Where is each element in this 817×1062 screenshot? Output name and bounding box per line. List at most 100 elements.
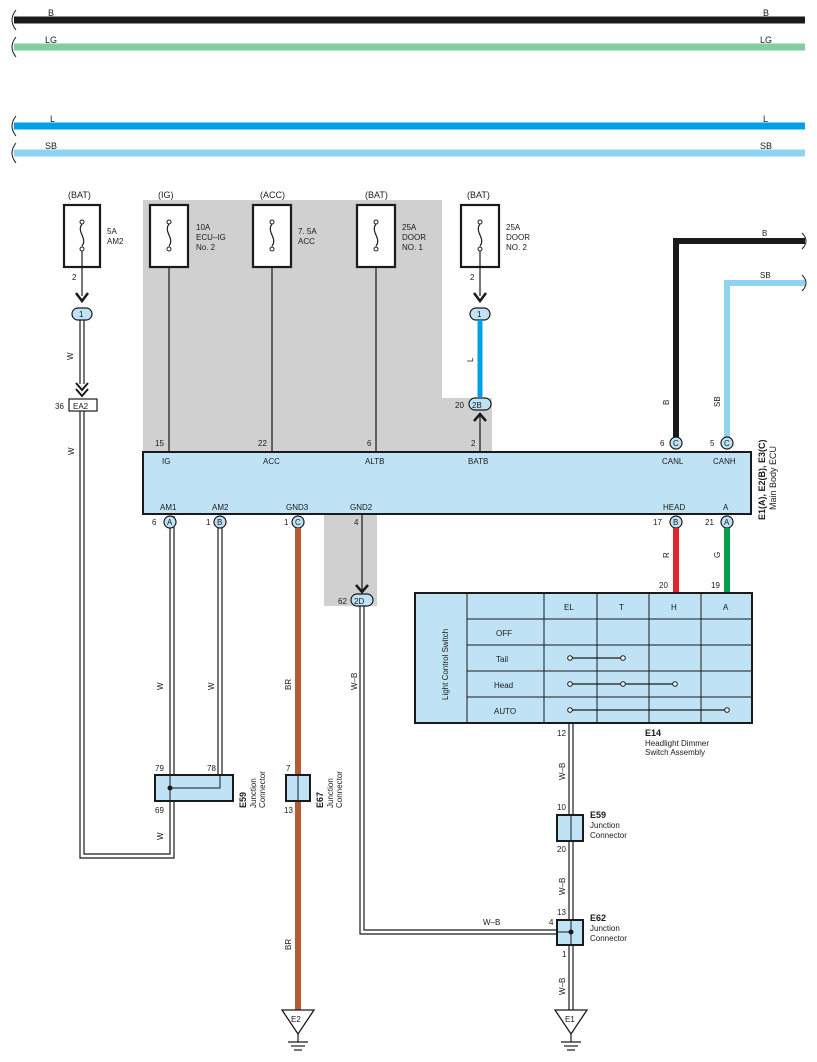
connector-e59-right: 10 20 E59 Junction Connector — [556, 803, 627, 854]
wire-am2-white: 1 W EA2 36 W — [55, 267, 175, 859]
wire-label-wb4: W–B — [558, 878, 567, 895]
switch-col-t: T — [619, 603, 624, 612]
e62-pin-13: 13 — [557, 908, 566, 917]
bus-l-label-right: L — [763, 114, 768, 124]
fuse-door2-name: DOOR — [506, 233, 530, 242]
power-shade — [143, 200, 492, 452]
fuse-door2-source: (BAT) — [467, 190, 490, 200]
wire-label-l: L — [466, 357, 475, 362]
wire-label-g: G — [713, 552, 722, 558]
ecu-name: Main Body ECU — [768, 446, 778, 510]
gnd2-shade — [324, 514, 377, 606]
fuse-acc-name: ACC — [298, 237, 315, 246]
wire-label-w1: W — [66, 352, 75, 360]
wire-label-right-sb: SB — [760, 271, 771, 280]
ecu-term-head: HEAD — [663, 503, 685, 512]
switch-code: E14 — [645, 728, 661, 738]
ecu-term-batb: BATB — [468, 457, 488, 466]
wire-label-br2: BR — [284, 939, 293, 950]
wire-label-wb3: W–B — [558, 763, 567, 780]
wire-label-r: R — [662, 552, 671, 558]
ecu-code: E1(A), E2(B), E3(C) — [757, 439, 767, 520]
ecu-conn-gnd3: C — [295, 518, 301, 527]
connector-e62: 13 4 1 E62 Junction Connector — [549, 908, 627, 959]
switch-name-2: Switch Assembly — [645, 748, 705, 757]
ecu-term-am2: AM2 — [212, 503, 229, 512]
e59b-pin-20: 20 — [557, 845, 566, 854]
bus-b-label-right: B — [763, 8, 769, 18]
switch-col-h: H — [671, 603, 677, 612]
wire-canh-skyblue: SB SB — [713, 271, 807, 437]
fuse-door1-no: NO. 1 — [402, 243, 423, 252]
junction-1a — [71, 307, 93, 321]
e59b-pin-10: 10 — [557, 803, 566, 812]
connector-ea2-label: EA2 — [73, 402, 89, 411]
switch-name-1: Headlight Dimmer — [645, 739, 709, 748]
switch-col-el: EL — [564, 603, 574, 612]
connector-ea2-pin: 36 — [55, 402, 64, 411]
junction-2d — [350, 593, 374, 607]
ground-e1-label: E1 — [565, 1015, 575, 1024]
junction-2b-pin: 20 — [455, 401, 464, 410]
ecu-pin-a: 21 — [705, 518, 714, 527]
fuse-ecu-ig2-name: ECU–IG — [196, 233, 226, 242]
wire-gnd3-brown: BR BR — [284, 528, 301, 1010]
bus-lg-label-left: LG — [45, 35, 57, 45]
ecu-term-ig: IG — [162, 457, 170, 466]
wire-label-b: B — [662, 400, 671, 405]
wire-label-w3: W — [156, 682, 165, 690]
wire-am2-to-e59: W W W — [156, 528, 223, 840]
wire-label-wb2: W–B — [483, 918, 500, 927]
wire-label-w5: W — [156, 832, 165, 840]
wire-label-w2: W — [67, 447, 76, 455]
fuse-ecu-ig2-source: (IG) — [158, 190, 174, 200]
junction-2d-label: 2D — [354, 597, 364, 606]
switch-row-off: OFF — [496, 629, 512, 638]
fuse-ecu-ig2-no: No. 2 — [196, 243, 216, 252]
e67-code: E67 — [315, 792, 325, 808]
ecu-pin-gnd2: 4 — [354, 518, 359, 527]
ecu-pin-batb: 2 — [471, 439, 476, 448]
e59-code: E59 — [238, 792, 248, 808]
fuse-door2-pin: 2 — [470, 273, 475, 282]
bus-lg-label-right: LG — [760, 35, 772, 45]
bus-sb-label-right: SB — [760, 141, 772, 151]
e59-pin-69: 69 — [155, 806, 164, 815]
wire-label-wb1: W–B — [350, 673, 359, 690]
fuse-ecu-ig2-rating: 10A — [196, 223, 211, 232]
main-body-ecu: E1(A), E2(B), E3(C) Main Body ECU IG 15 … — [142, 436, 778, 529]
junction-2b-label: 2B — [472, 401, 482, 410]
e67-pin-7: 7 — [286, 764, 291, 773]
e62-pin-1: 1 — [562, 950, 567, 959]
ecu-term-gnd3: GND3 — [286, 503, 309, 512]
head-continuity — [567, 681, 678, 687]
e62-name2: Connector — [590, 934, 627, 943]
tail-continuity — [567, 655, 626, 661]
ecu-conn-a: A — [724, 518, 730, 527]
junction-1a-label: 1 — [79, 310, 84, 319]
ecu-term-canh: CANH — [713, 457, 736, 466]
ecu-pin-canl: 6 — [660, 439, 665, 448]
wire-batb-blue: 1 L 2B 20 — [455, 267, 492, 452]
fuse-door2: (BAT) 25A DOOR NO. 2 2 — [459, 190, 530, 282]
e67-name1: Junction — [326, 778, 335, 808]
ecu-conn-am1: A — [167, 518, 173, 527]
fuse-am2-source: (BAT) — [68, 190, 91, 200]
e59b-name1: Junction — [590, 821, 620, 830]
fuse-acc: (ACC) 7. 5A ACC — [251, 190, 317, 269]
e59-pin-78: 78 — [207, 764, 216, 773]
wire-label-sb: SB — [713, 396, 722, 407]
e59-pin-79: 79 — [155, 764, 164, 773]
e62-code: E62 — [590, 913, 606, 923]
ecu-pin-altb: 6 — [367, 439, 372, 448]
junction-2d-pin: 62 — [338, 597, 347, 606]
e59-name2: Connector — [258, 771, 267, 808]
connector-e67: 7 13 E67 Junction Connector — [284, 764, 344, 815]
wire-label-wb5: W–B — [558, 978, 567, 995]
ecu-pin-acc: 22 — [258, 439, 267, 448]
switch-col-a: A — [723, 603, 729, 612]
ecu-pin-am1: 6 — [152, 518, 157, 527]
wire-el-wb: W–B W–B W–B — [558, 723, 574, 1010]
fuse-door1-name: DOOR — [402, 233, 426, 242]
bus-b: B B — [11, 8, 805, 31]
